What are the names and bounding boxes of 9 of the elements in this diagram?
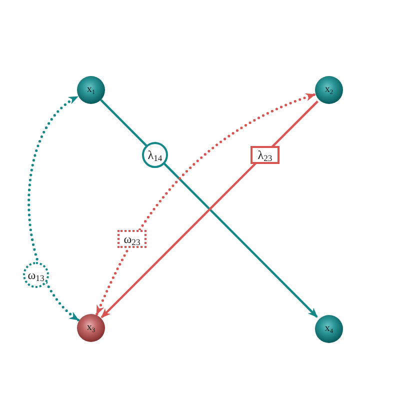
node-label: x$_{3}$ xyxy=(86,323,96,333)
edge-label: ω$_{13}$ xyxy=(23,262,49,288)
edge-label: ω$_{23}$ xyxy=(118,230,146,248)
node-label: x$_{1}$ xyxy=(86,85,96,95)
node-label: x$_{4}$ xyxy=(324,324,334,334)
dotted-arc-arrow xyxy=(28,95,80,322)
edge-label: λ$_{23}$ xyxy=(250,146,280,164)
node-label: x$_{2}$ xyxy=(324,85,334,95)
edge-label: λ$_{14}$ xyxy=(142,142,168,168)
